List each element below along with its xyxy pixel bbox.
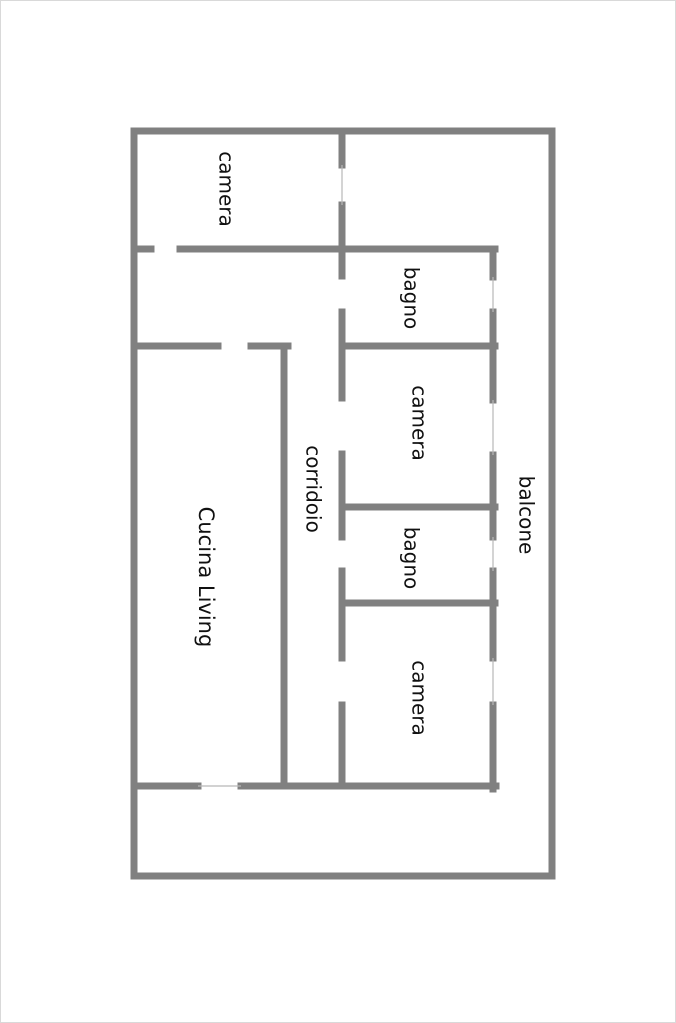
walls	[130, 127, 556, 880]
room-label-corridoio: corridoio	[302, 445, 326, 533]
room-label-bagno-top: bagno	[400, 267, 424, 330]
room-label-bagno-mid: bagno	[400, 527, 424, 590]
room-label-camera-bottom: camera	[408, 660, 432, 736]
room-label-camera-top: camera	[215, 151, 239, 227]
room-label-cucina-living: Cucina Living	[194, 507, 218, 648]
room-label-balcone: balcone	[515, 476, 539, 555]
room-label-camera-mid: camera	[408, 385, 432, 461]
door-openings	[198, 165, 494, 787]
